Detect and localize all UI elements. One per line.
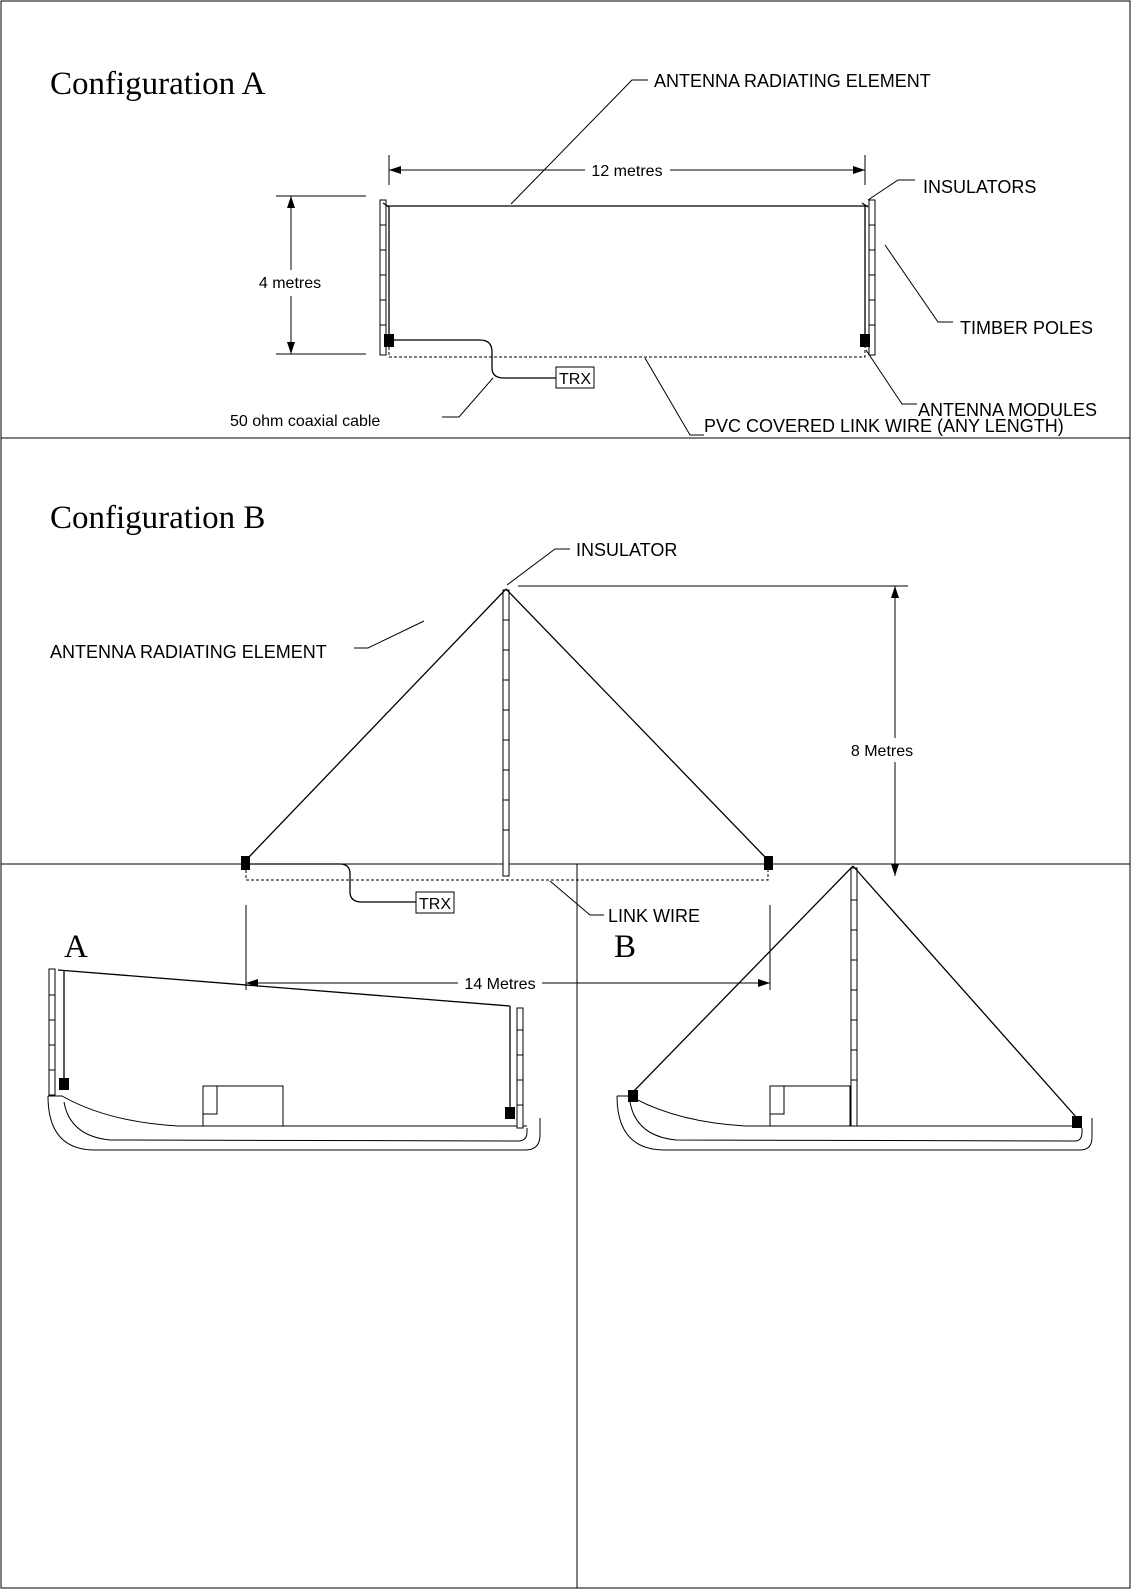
trx-label-b: TRX — [419, 896, 451, 913]
antenna-module-left-b — [241, 856, 250, 870]
boat-a-hull — [47, 1085, 541, 1151]
insulator-icon — [382, 202, 869, 208]
height-dimension-a-label: 4 metres — [259, 275, 321, 292]
left-timber-pole — [379, 199, 387, 356]
boat-b-cabin — [769, 1085, 851, 1127]
configuration-b-heading: Configuration B — [50, 500, 265, 536]
link-wire-leader-b — [549, 880, 604, 916]
antenna-modules-leader — [865, 349, 917, 405]
insulator-label-b: INSULATOR — [576, 540, 677, 560]
right-timber-pole — [868, 199, 876, 356]
insulators-leader — [867, 179, 915, 201]
antenna-module-right — [860, 334, 870, 347]
height-dimension-b — [518, 585, 908, 876]
boat-b-module-right — [1072, 1116, 1082, 1128]
configuration-a-heading: Configuration A — [50, 66, 266, 102]
configuration-a-panel: Configuration A TRX — [50, 66, 1097, 436]
coaxial-cable-a — [394, 339, 556, 379]
boat-a-panel: A — [47, 929, 541, 1151]
boat-a-cabin — [202, 1085, 284, 1127]
timber-poles-leader — [884, 244, 953, 323]
link-wire-b — [245, 870, 769, 881]
boat-a-module-left — [59, 1078, 69, 1090]
insulators-label: INSULATORS — [923, 177, 1036, 197]
boat-a-right-mast — [516, 1007, 524, 1129]
trx-label-a: TRX — [559, 371, 591, 388]
boat-b-panel: B — [614, 865, 1093, 1151]
configuration-b-panel: Configuration B TRX 8 Metres — [50, 500, 913, 993]
width-dimension-b — [245, 905, 771, 990]
trx-box-b — [415, 891, 455, 914]
antenna-module-right-b — [764, 856, 773, 870]
boat-b-central-mast — [850, 867, 858, 1127]
antenna-radiating-element-label-b: ANTENNA RADIATING ELEMENT — [50, 642, 327, 662]
boat-a-module-right — [505, 1107, 515, 1119]
link-wire-label-b: LINK WIRE — [608, 906, 700, 926]
central-timber-pole — [502, 589, 510, 877]
trx-box-a — [555, 366, 595, 389]
antenna-modules-label: ANTENNA MODULES — [918, 400, 1097, 420]
antenna-module-left — [384, 334, 394, 347]
link-wire-label-a: PVC COVERED LINK WIRE (ANY LENGTH) — [704, 416, 1064, 436]
boat-b-module-left — [628, 1090, 638, 1102]
boat-b-antenna-element — [632, 865, 1078, 1119]
boat-a-left-mast — [48, 968, 56, 1096]
antenna-radiating-element-label-a: ANTENNA RADIATING ELEMENT — [654, 71, 931, 91]
coaxial-cable-b — [250, 863, 416, 903]
antenna-radiating-element — [386, 205, 868, 338]
boat-a-heading: A — [64, 929, 88, 965]
boat-a-antenna-element — [57, 969, 511, 1110]
link-wire-leader-a — [644, 357, 704, 436]
antenna-element-leader-a — [510, 79, 648, 205]
width-dimension-a — [388, 155, 866, 185]
boat-b-heading: B — [614, 929, 636, 965]
coaxial-cable-leader — [442, 377, 494, 418]
height-dimension-b-label: 8 Metres — [851, 743, 913, 760]
coaxial-cable-label: 50 ohm coaxial cable — [230, 413, 380, 430]
width-dimension-a-label: 12 metres — [591, 163, 662, 180]
width-dimension-b-label: 14 Metres — [464, 976, 535, 993]
antenna-radiating-element-b — [247, 588, 767, 859]
height-dimension-a — [276, 195, 366, 355]
link-wire-a — [388, 347, 866, 358]
antenna-element-leader-b — [354, 620, 425, 649]
timber-poles-label: TIMBER POLES — [960, 318, 1093, 338]
insulator-leader-b — [506, 548, 570, 586]
